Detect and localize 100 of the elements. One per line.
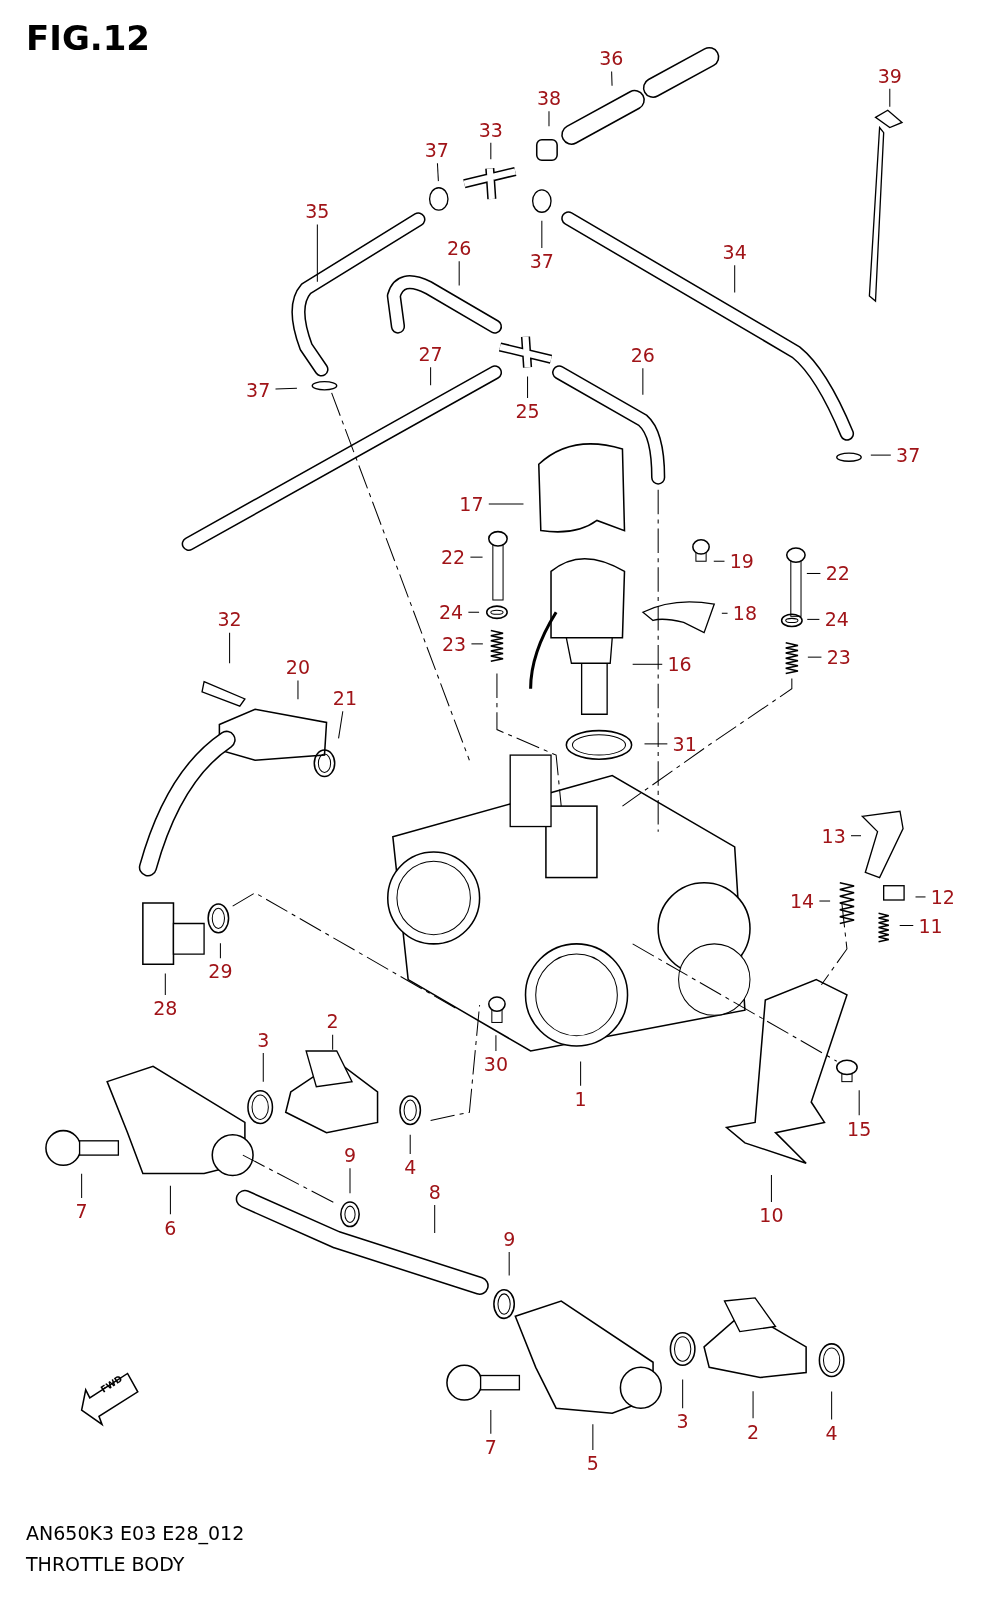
leader-line [580, 1060, 582, 1087]
callout-number: 22 [440, 547, 466, 567]
callout-number: 18 [732, 603, 757, 623]
leader-line [164, 972, 166, 996]
callout-number: 22 [825, 563, 850, 583]
leader-line [541, 220, 543, 249]
leader-line [752, 1390, 754, 1419]
leader-line [818, 900, 831, 902]
leader-line [508, 1251, 510, 1277]
callout-number: 26 [630, 345, 655, 365]
callout-number: 39 [877, 66, 902, 85]
callout-number: 17 [459, 494, 484, 514]
leader-line [611, 70, 613, 87]
leader-line [642, 367, 644, 396]
leader-line [275, 387, 298, 390]
callout-number: 30 [483, 1054, 508, 1074]
callout-number: 2 [747, 1422, 760, 1442]
leader-line [229, 632, 231, 664]
callout-number: 15 [847, 1119, 872, 1139]
leader-line [770, 1174, 772, 1203]
callout-number: 37 [529, 251, 554, 271]
leader-line [713, 560, 725, 562]
leader-line [219, 942, 221, 959]
leader-line [332, 1034, 334, 1051]
leader-line [458, 260, 460, 286]
leader-line [632, 663, 663, 665]
leader-line [915, 896, 926, 898]
callout-number: 14 [789, 891, 815, 911]
leader-line [488, 503, 524, 505]
leader-line [470, 643, 484, 645]
callout-number: 8 [428, 1182, 441, 1202]
leader-line [850, 835, 862, 837]
callout-number: 7 [484, 1437, 497, 1457]
leader-line [807, 656, 822, 658]
callout-number: 3 [257, 1030, 270, 1050]
diagram-subtitle: THROTTLE BODY [26, 1553, 185, 1575]
callout-number: 20 [285, 657, 311, 677]
leader-line [349, 1167, 351, 1194]
leader-line [169, 1185, 171, 1215]
leader-line [434, 1204, 436, 1234]
callout-number: 1 [574, 1089, 587, 1109]
callout-number: 37 [246, 380, 271, 400]
leader-line [490, 142, 492, 160]
callout-number: 27 [418, 344, 443, 364]
leader-line [527, 376, 529, 399]
leader-line [721, 612, 729, 614]
callout-number: 4 [825, 1423, 838, 1443]
callout-number: 3 [676, 1411, 689, 1431]
callout-number: 25 [515, 401, 540, 421]
leader-line [889, 88, 891, 108]
leader-line [548, 110, 550, 127]
leader-line [469, 556, 484, 558]
leader-line [409, 1134, 411, 1155]
callout-number: 23 [442, 634, 467, 654]
callout-number: 33 [478, 120, 503, 140]
leader-line [592, 1423, 594, 1451]
leader-line [870, 454, 892, 456]
callout-number: 21 [332, 688, 357, 708]
callout-number: 24 [438, 602, 464, 622]
leader-line [338, 710, 344, 739]
leader-line [644, 743, 668, 745]
callout-number: 35 [305, 201, 330, 221]
callout-number: 28 [153, 998, 178, 1018]
leader-line [316, 224, 318, 283]
leader-line [467, 611, 480, 613]
leader-line [490, 1409, 492, 1435]
leader-line [806, 572, 821, 574]
callout-number: 23 [826, 647, 851, 667]
callout-number: 31 [672, 734, 697, 754]
leader-line [262, 1052, 264, 1083]
callout-number: 5 [586, 1453, 599, 1473]
callout-number: 24 [824, 609, 849, 629]
callout-number: 7 [75, 1201, 88, 1221]
callout-number: 38 [536, 88, 562, 108]
figure-title: FIG.12 [26, 18, 150, 58]
callout-number: 34 [722, 242, 747, 262]
callout-number: 26 [447, 238, 472, 258]
callout-number: 19 [729, 551, 754, 571]
leader-line [81, 1173, 83, 1199]
callout-number: 9 [503, 1229, 516, 1249]
callout-number: 13 [821, 826, 846, 846]
callout-number: 6 [164, 1218, 177, 1238]
callout-number: 9 [343, 1145, 357, 1165]
leader-line [682, 1379, 684, 1409]
callout-number: 36 [599, 48, 624, 68]
leader-line [734, 264, 736, 293]
diagram-code: AN650K3 E03 E28_012 [26, 1522, 245, 1544]
callout-number: 29 [208, 961, 233, 981]
callout-number: 11 [918, 916, 943, 935]
leader-line [430, 366, 432, 386]
leader-line [858, 1089, 860, 1116]
callout-number: 4 [404, 1157, 417, 1177]
callout-number: 2 [326, 1011, 339, 1031]
callout-number: 37 [896, 445, 921, 465]
leader-line [297, 680, 299, 700]
callout-number: 16 [667, 654, 692, 674]
callout-number: 10 [759, 1205, 784, 1225]
leader-line [436, 162, 439, 182]
callout-number: 37 [424, 140, 449, 160]
leader-line [495, 1034, 497, 1052]
